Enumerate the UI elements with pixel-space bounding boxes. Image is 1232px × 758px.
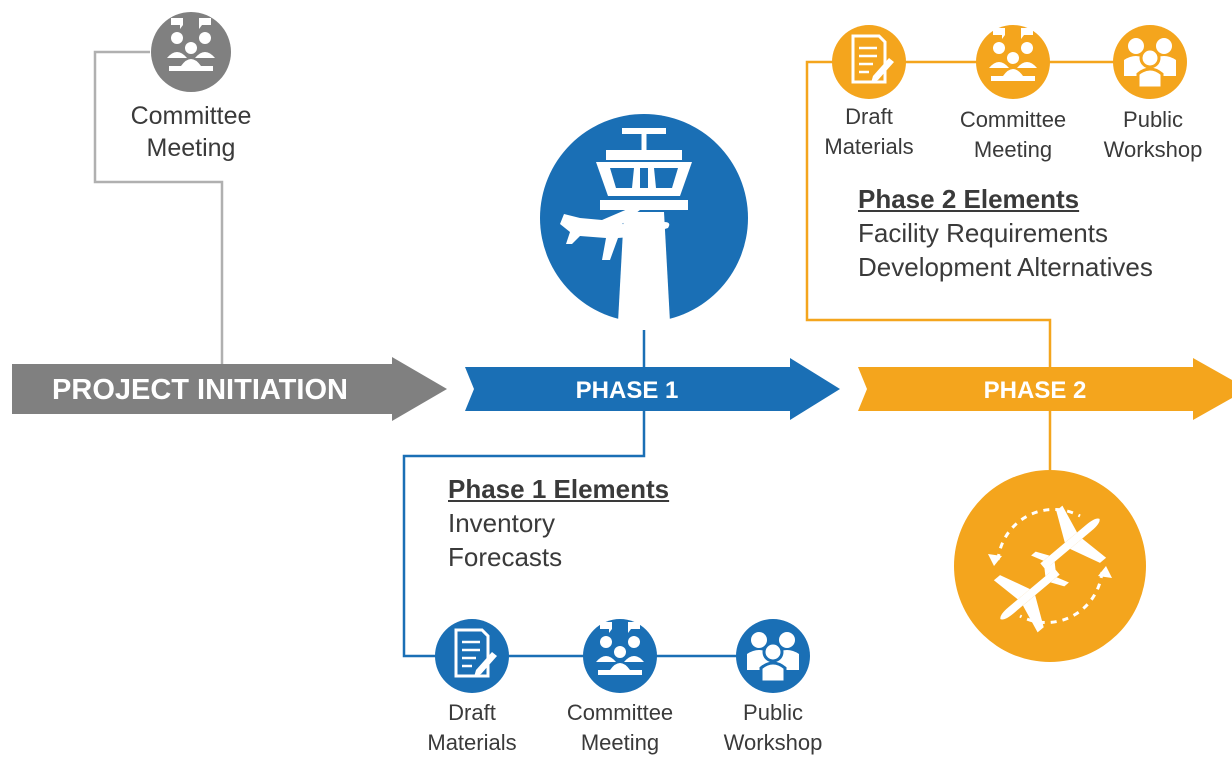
project-initiation-arrow: PROJECT INITIATION <box>12 357 447 421</box>
phase2-elements-heading: Phase 2 Elements <box>858 184 1080 214</box>
label-line: Public <box>1123 107 1183 132</box>
phase2-element-item: Development Alternatives <box>858 252 1153 282</box>
phase2-committee-label: Committee Meeting <box>943 105 1083 165</box>
draft-materials-icon <box>435 619 509 693</box>
phase2-draft-label: Draft Materials <box>812 102 926 162</box>
phase2-elements: Phase 2 Elements Facility Requirements D… <box>858 182 1153 284</box>
committee-meeting-icon <box>976 25 1050 99</box>
label-line: Committee <box>566 700 674 725</box>
label-line: Draft <box>845 104 893 129</box>
phase1-element-item: Forecasts <box>448 542 563 572</box>
phase1-workshop-label: Public Workshop <box>708 698 838 758</box>
initiation-committee-label: Committee Meeting <box>100 100 282 164</box>
committee-meeting-icon <box>151 12 231 92</box>
circling-planes-icon <box>954 470 1146 662</box>
label-line: Meeting <box>580 730 660 755</box>
phase1-arrow: PHASE 1 <box>465 358 840 420</box>
committee-meeting-icon <box>583 619 657 693</box>
phase1-committee-label: Committee Meeting <box>550 698 690 758</box>
draft-materials-icon <box>832 25 906 99</box>
phase2-workshop-label: Public Workshop <box>1088 105 1218 165</box>
control-tower-icon <box>540 114 748 322</box>
phase2-label: PHASE 2 <box>984 377 1087 404</box>
label-line: Materials <box>427 730 517 755</box>
public-workshop-icon <box>736 619 810 693</box>
phase2-arrow: PHASE 2 <box>858 358 1232 420</box>
label-line: Meeting <box>146 134 236 162</box>
phase2-elements-connector <box>805 60 1150 368</box>
phase1-element-item: Inventory <box>448 508 555 538</box>
phase1-draft-label: Draft Materials <box>412 698 532 758</box>
public-workshop-icon <box>1113 25 1187 99</box>
phase1-elements: Phase 1 Elements Inventory Forecasts <box>448 472 669 574</box>
phase1-elements-heading: Phase 1 Elements <box>448 474 670 504</box>
phase1-elements-connector <box>402 410 776 658</box>
project-initiation-label: PROJECT INITIATION <box>52 374 348 406</box>
phase1-label: PHASE 1 <box>576 377 679 404</box>
label-line: Workshop <box>1103 137 1203 162</box>
label-line: Committee <box>959 107 1067 132</box>
label-line: Meeting <box>973 137 1053 162</box>
label-line: Public <box>743 700 803 725</box>
initiation-connector <box>93 50 224 368</box>
label-line: Draft <box>448 700 496 725</box>
phase2-element-item: Facility Requirements <box>858 218 1108 248</box>
label-line: Committee <box>130 102 252 130</box>
label-line: Workshop <box>723 730 823 755</box>
label-line: Materials <box>824 134 914 159</box>
